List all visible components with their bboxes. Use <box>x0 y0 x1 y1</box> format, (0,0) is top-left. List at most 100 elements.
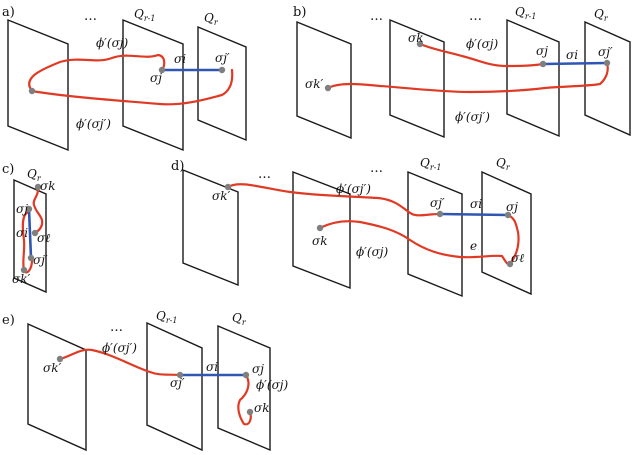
panel-b-node-sigma-kp <box>324 84 332 92</box>
panel-e-plane-qr <box>217 324 271 452</box>
panel-d-edge-sigma-i <box>438 212 510 217</box>
panel-b-dots-2: … <box>469 9 483 24</box>
panel-d-dots-2: … <box>370 161 384 176</box>
panel-c-node-sigma-j <box>25 205 33 213</box>
panel-e-label-phi-top: ϕ′(σj′) <box>102 341 137 355</box>
panel-d-dots-1: … <box>258 167 272 182</box>
panel-a-node-sigma-j <box>158 66 166 74</box>
panel-a-plane-qr <box>197 25 247 142</box>
panel-a-label-sigma-jp: σj′ <box>215 51 230 65</box>
panel-b-node-sigma-jp <box>603 59 611 67</box>
panel-c-tag: c) <box>2 162 14 177</box>
panel-d-path-bottom <box>318 213 520 266</box>
panel-b-path-bottom <box>326 61 609 94</box>
panel-a-path-bottom <box>30 68 234 106</box>
panel-a-path-top <box>28 53 166 93</box>
panel-c-node-sigma-k <box>34 183 42 191</box>
panel-e-node-sigma-k <box>246 408 254 416</box>
panel-e: e) … Qr-1 Qr σk′ ϕ′(σj′) σj′ σi σj ϕ′(σj… <box>2 309 288 452</box>
panel-a-tag: a) <box>2 5 15 20</box>
panel-c-path-kp <box>21 210 34 274</box>
panel-d-label-phi-bottom: ϕ′(σj) <box>356 245 388 259</box>
panel-a-label-qr1: Qr-1 <box>134 7 155 23</box>
panel-e-node-sigma-j <box>242 371 250 379</box>
panel-d-label-sigma-jp: σj′ <box>430 196 445 210</box>
panel-c-label-sigma-i: σi <box>16 226 28 240</box>
panel-e-label-qr1: Qr-1 <box>156 309 177 325</box>
panel-a-label-sigma-j: σj <box>150 71 162 85</box>
panel-b-label-phi-bottom: ϕ′(σj′) <box>455 110 490 124</box>
panel-d-label-phi-top: ϕ′(σj′) <box>336 182 371 196</box>
panel-c-label-sigma-k: σk <box>40 179 55 193</box>
panel-d-plane-1 <box>182 168 239 287</box>
panel-b-label-qr1: Qr-1 <box>515 5 536 21</box>
panel-a-node-sigma-jp <box>218 66 226 74</box>
panel-c-label-sigma-l: σℓ <box>37 231 50 245</box>
panel-a-node-start <box>28 87 36 95</box>
panel-d-node-sigma-kp <box>224 183 232 191</box>
panel-b-label-sigma-i: σi <box>566 48 578 62</box>
panel-c-label-qr: Qr <box>27 167 42 183</box>
panel-b-label-sigma-kp: σk′ <box>305 77 323 91</box>
panel-c-label-sigma-j: σj <box>16 202 28 216</box>
panel-d-label-qr1: Qr-1 <box>420 156 441 172</box>
panel-d-plane-qr <box>481 170 532 296</box>
panel-a-plane-1 <box>7 18 69 152</box>
panel-a: a) … Qr-1 Qr ϕ′(σj) σi σj σj′ ϕ′(σj′) <box>2 5 247 152</box>
panel-d-label-qr: Qr <box>496 156 511 172</box>
panel-c-path-k <box>32 185 44 235</box>
panel-b-plane-1 <box>296 20 352 140</box>
panel-b-edge-sigma-i <box>541 61 609 66</box>
panel-e-label-sigma-jp: σj′ <box>170 376 185 390</box>
panel-b-label-sigma-jp: σj′ <box>598 45 613 59</box>
panel-b-node-sigma-k <box>416 40 424 48</box>
panel-e-plane-qr1 <box>146 321 203 452</box>
panel-d-tag: d) <box>171 159 184 174</box>
panel-d-node-sigma-j <box>504 211 512 219</box>
panel-e-tag: e) <box>2 313 15 328</box>
panel-d-plane-qr1 <box>407 170 463 298</box>
panel-d: d) … … Qr-1 Qr σk′ ϕ′(σj′) σj′ σi σj σk … <box>171 156 532 298</box>
panel-a-label-sigma-i: σi <box>174 52 186 66</box>
panel-d-path-top <box>226 183 442 217</box>
panel-e-label-sigma-i: σi <box>206 360 218 374</box>
panel-e-label-phi-right: ϕ′(σj) <box>256 378 288 392</box>
panel-b-node-sigma-j <box>539 60 547 68</box>
panel-e-node-sigma-kp <box>56 355 64 363</box>
panel-c-label-sigma-kp: σk′ <box>12 272 30 286</box>
panel-c-label-sigma-jp: σj′ <box>33 253 48 267</box>
panel-e-label-sigma-kp: σk′ <box>43 361 61 375</box>
panel-c-node-sigma-kp <box>20 266 28 274</box>
panel-e-dots: … <box>110 320 124 335</box>
panel-a-label-phi-top: ϕ′(σj) <box>96 36 128 50</box>
panel-c: c) Qr σk σj σi σℓ σj′ σk′ <box>2 162 55 294</box>
panel-d-node-sigma-jp <box>436 210 444 218</box>
panel-a-label-qr: Qr <box>204 11 219 27</box>
panel-b-plane-qr <box>584 20 631 137</box>
panel-d-label-sigma-j: σj <box>506 200 518 214</box>
panel-e-path-main <box>58 348 182 377</box>
panel-e-label-sigma-k: σk <box>254 401 269 415</box>
panel-b-label-sigma-j: σj <box>536 44 548 58</box>
panel-b-plane-2 <box>389 18 445 139</box>
panel-b-label-qr: Qr <box>594 7 609 23</box>
panel-b-tag: b) <box>293 5 306 20</box>
panel-d-node-sigma-l <box>506 260 514 268</box>
panel-c-node-sigma-l <box>31 229 39 237</box>
panel-d-label-sigma-kp: σk′ <box>212 189 230 203</box>
panel-a-label-phi-bottom: ϕ′(σj′) <box>76 117 111 131</box>
panel-e-plane-1 <box>27 322 87 452</box>
panel-a-dots: … <box>84 9 98 24</box>
panel-d-label-sigma-i: σi <box>470 197 482 211</box>
panel-e-node-sigma-jp <box>176 371 184 379</box>
panel-e-path-right <box>237 373 252 426</box>
panel-b-label-phi-top: ϕ′(σj) <box>466 37 498 51</box>
panel-b: b) … … Qr-1 Qr σk ϕ′(σj) σj σi σj′ σk′ ϕ… <box>293 5 631 140</box>
panel-c-edge-sigma-i <box>27 207 33 260</box>
panel-c-node-sigma-jp <box>27 254 35 262</box>
panel-a-plane-qr1 <box>122 18 184 152</box>
panel-b-path-top <box>418 42 545 68</box>
panel-b-plane-qr1 <box>506 18 560 138</box>
panel-b-label-sigma-k: σk <box>408 31 423 45</box>
